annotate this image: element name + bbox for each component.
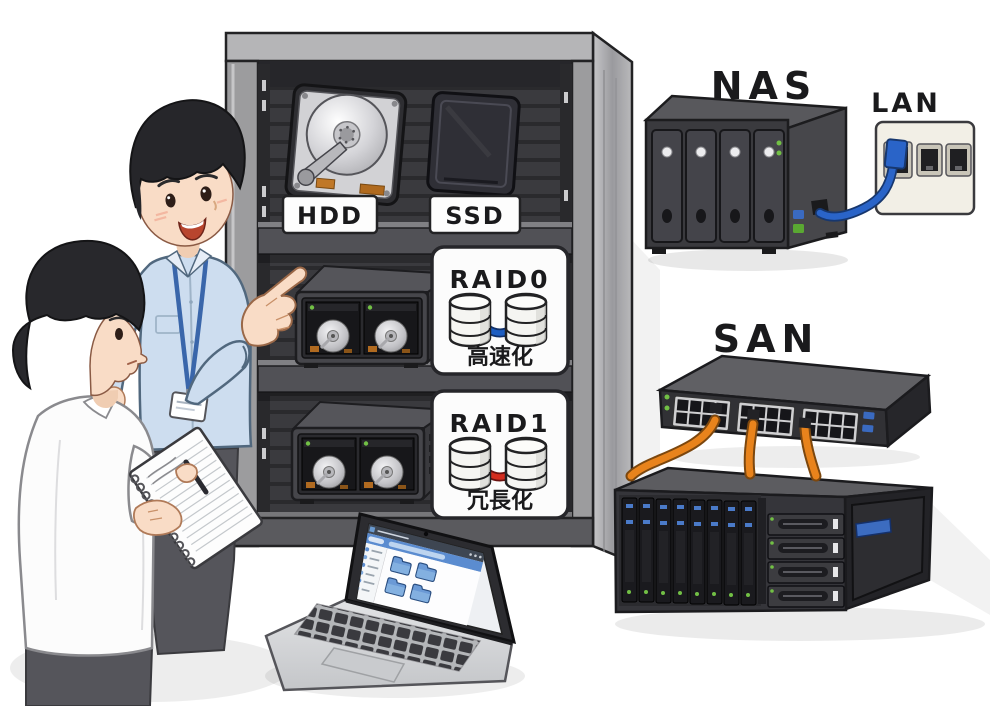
lanyard [171, 261, 192, 395]
ethernet-cable-blue [815, 138, 909, 222]
pointing-arm-sleeve [184, 339, 251, 406]
array-drive-trays [767, 513, 845, 608]
raid0-caption: 高速化 [467, 344, 533, 370]
person-notetaker [11, 239, 263, 706]
array-drive-slots [621, 497, 757, 606]
lan-label: LAN [871, 88, 941, 119]
rj45-plug [883, 138, 909, 170]
rack-top-rail [224, 31, 595, 63]
fiber-cables-orange [625, 402, 822, 482]
notetaker-hand [133, 499, 183, 536]
laptop-trackpad [320, 647, 406, 683]
laptop [264, 512, 517, 692]
hdd-tag: HDD [281, 194, 379, 235]
person-notetaker-face [89, 311, 148, 397]
switch-indicators [862, 411, 875, 433]
raid0-title: RAID0 [449, 265, 550, 294]
lan-port [945, 143, 972, 177]
ssd-illustration [426, 91, 521, 197]
raid1-card: RAID1 冗長化 [430, 389, 570, 520]
san-label: SAN [713, 317, 820, 361]
nas-status-leds [776, 140, 804, 233]
nas-drive-bays [651, 129, 785, 243]
webcam-icon [423, 531, 429, 537]
rack-side-panel [591, 30, 634, 564]
array-label-blue [855, 518, 892, 538]
raid1-caption: 冗長化 [467, 488, 533, 514]
san-switch [655, 354, 932, 449]
person-notetaker-hair [25, 239, 146, 332]
rack-right-post [570, 59, 595, 548]
nas-device [642, 94, 848, 254]
raid0-card: RAID0 高速化 [430, 245, 570, 376]
person-notetaker-shirt [17, 395, 157, 657]
storage-array [613, 466, 934, 614]
drive-enclosure-raid1 [290, 400, 452, 506]
raid1-title: RAID1 [449, 409, 550, 438]
ssd-tag: SSD [428, 194, 522, 235]
pointing-hand [240, 266, 308, 347]
hdd-label: HDD [297, 202, 363, 230]
ssd-label: SSD [445, 202, 504, 230]
notetaker-hand-pen [175, 463, 198, 483]
person-pointing-hair [129, 99, 246, 209]
lan-port [916, 143, 943, 177]
rack-mount-rail [258, 64, 270, 518]
window-titlebar [366, 524, 486, 563]
hdd-illustration [284, 83, 408, 207]
